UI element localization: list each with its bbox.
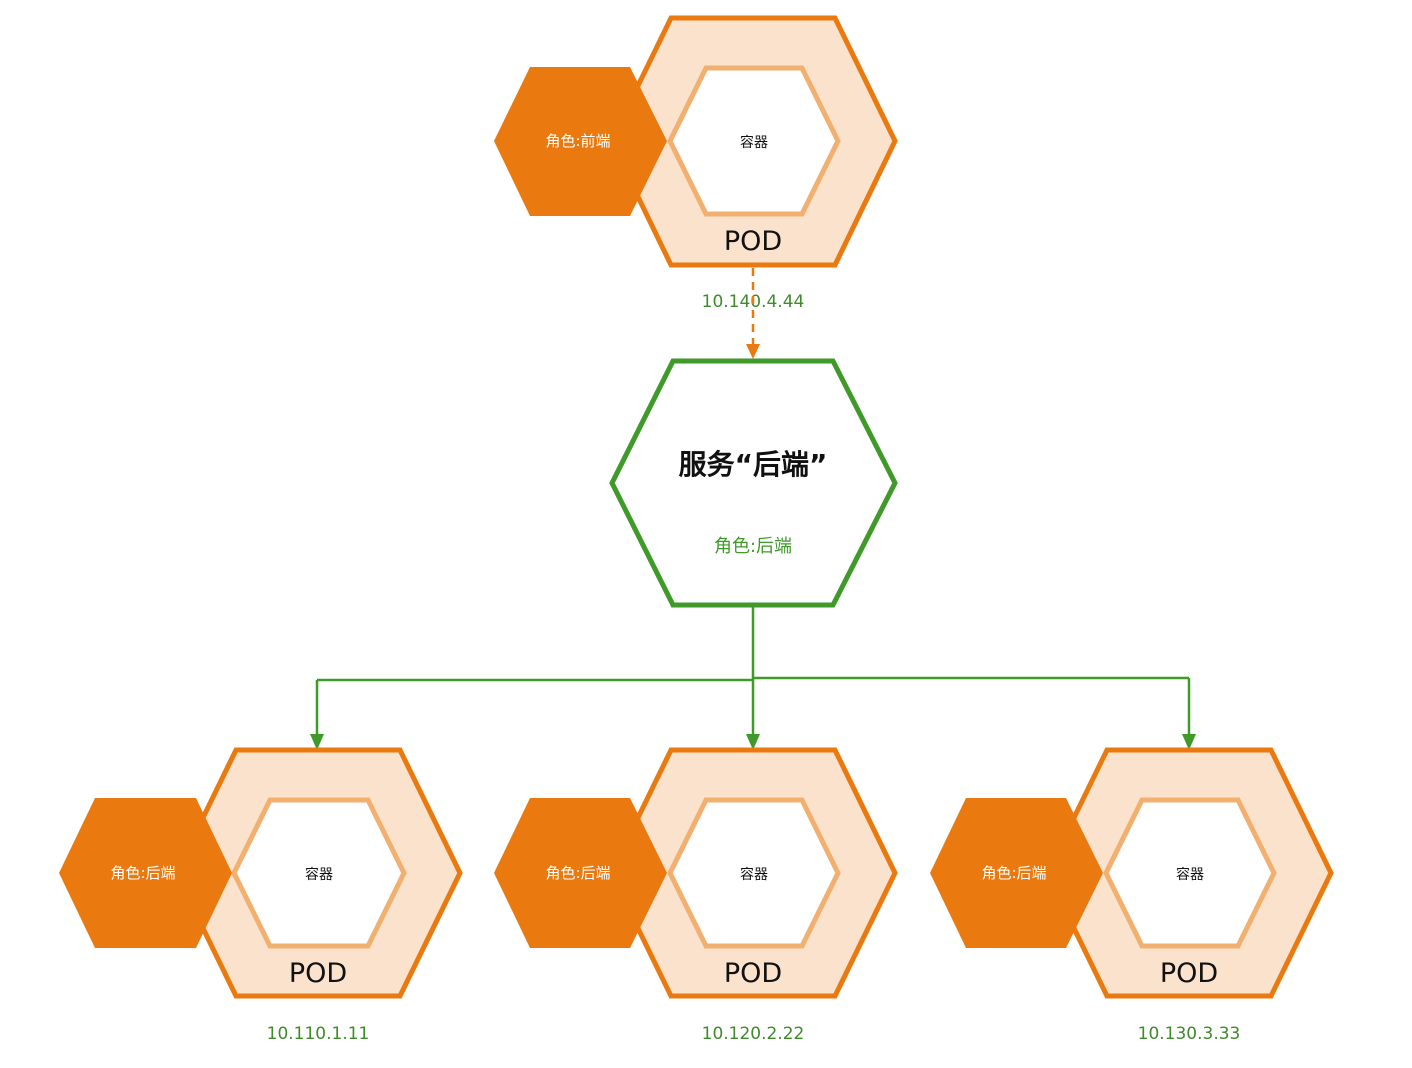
backend-pod-3: 角色:后端 容器 POD 10.130.3.33 [930, 747, 1334, 1044]
role-label: 角色:后端 [545, 864, 610, 882]
frontend-to-service-arrow [746, 268, 760, 359]
container-hexagon [667, 797, 841, 949]
backend-pod-1: 角色:后端 容器 POD 10.110.1.11 [59, 747, 463, 1044]
role-label: 角色:前端 [545, 132, 610, 150]
arrowhead-pod-3 [1182, 734, 1196, 750]
arrowhead-pod-1 [310, 734, 324, 750]
role-hexagon [494, 67, 667, 216]
container-label: 容器 [740, 134, 768, 151]
container-label: 容器 [305, 866, 333, 883]
role-hexagon [59, 798, 232, 948]
pod-title: POD [289, 958, 347, 989]
role-label: 角色:后端 [110, 864, 175, 882]
pod-title: POD [1160, 958, 1218, 989]
pod-title: POD [724, 226, 782, 257]
container-label: 容器 [740, 866, 768, 883]
arrowhead-pod-2 [746, 734, 760, 750]
pod-ip: 10.130.3.33 [1138, 1024, 1241, 1044]
service-hexagon [609, 358, 898, 608]
container-hexagon [667, 65, 841, 217]
frontend-pod: 角色:前端 容器 POD 10.140.4.44 [494, 15, 898, 312]
role-hexagon [930, 798, 1103, 948]
connector-arrowheads [310, 734, 1196, 750]
pod-ip: 10.120.2.22 [702, 1024, 805, 1044]
backend-service: 服务“后端” 角色:后端 [609, 358, 898, 608]
pod-title: POD [724, 958, 782, 989]
service-to-pods-connectors [315, 607, 1191, 738]
service-title: 服务“后端” [679, 448, 828, 481]
container-label: 容器 [1176, 866, 1204, 883]
role-hexagon [494, 798, 667, 948]
container-hexagon [1103, 797, 1277, 949]
service-role-label: 角色:后端 [714, 536, 792, 557]
pod-ip: 10.110.1.11 [267, 1024, 370, 1044]
container-hexagon [231, 797, 407, 949]
role-label: 角色:后端 [981, 864, 1046, 882]
backend-pod-2: 角色:后端 容器 POD 10.120.2.22 [494, 747, 898, 1044]
